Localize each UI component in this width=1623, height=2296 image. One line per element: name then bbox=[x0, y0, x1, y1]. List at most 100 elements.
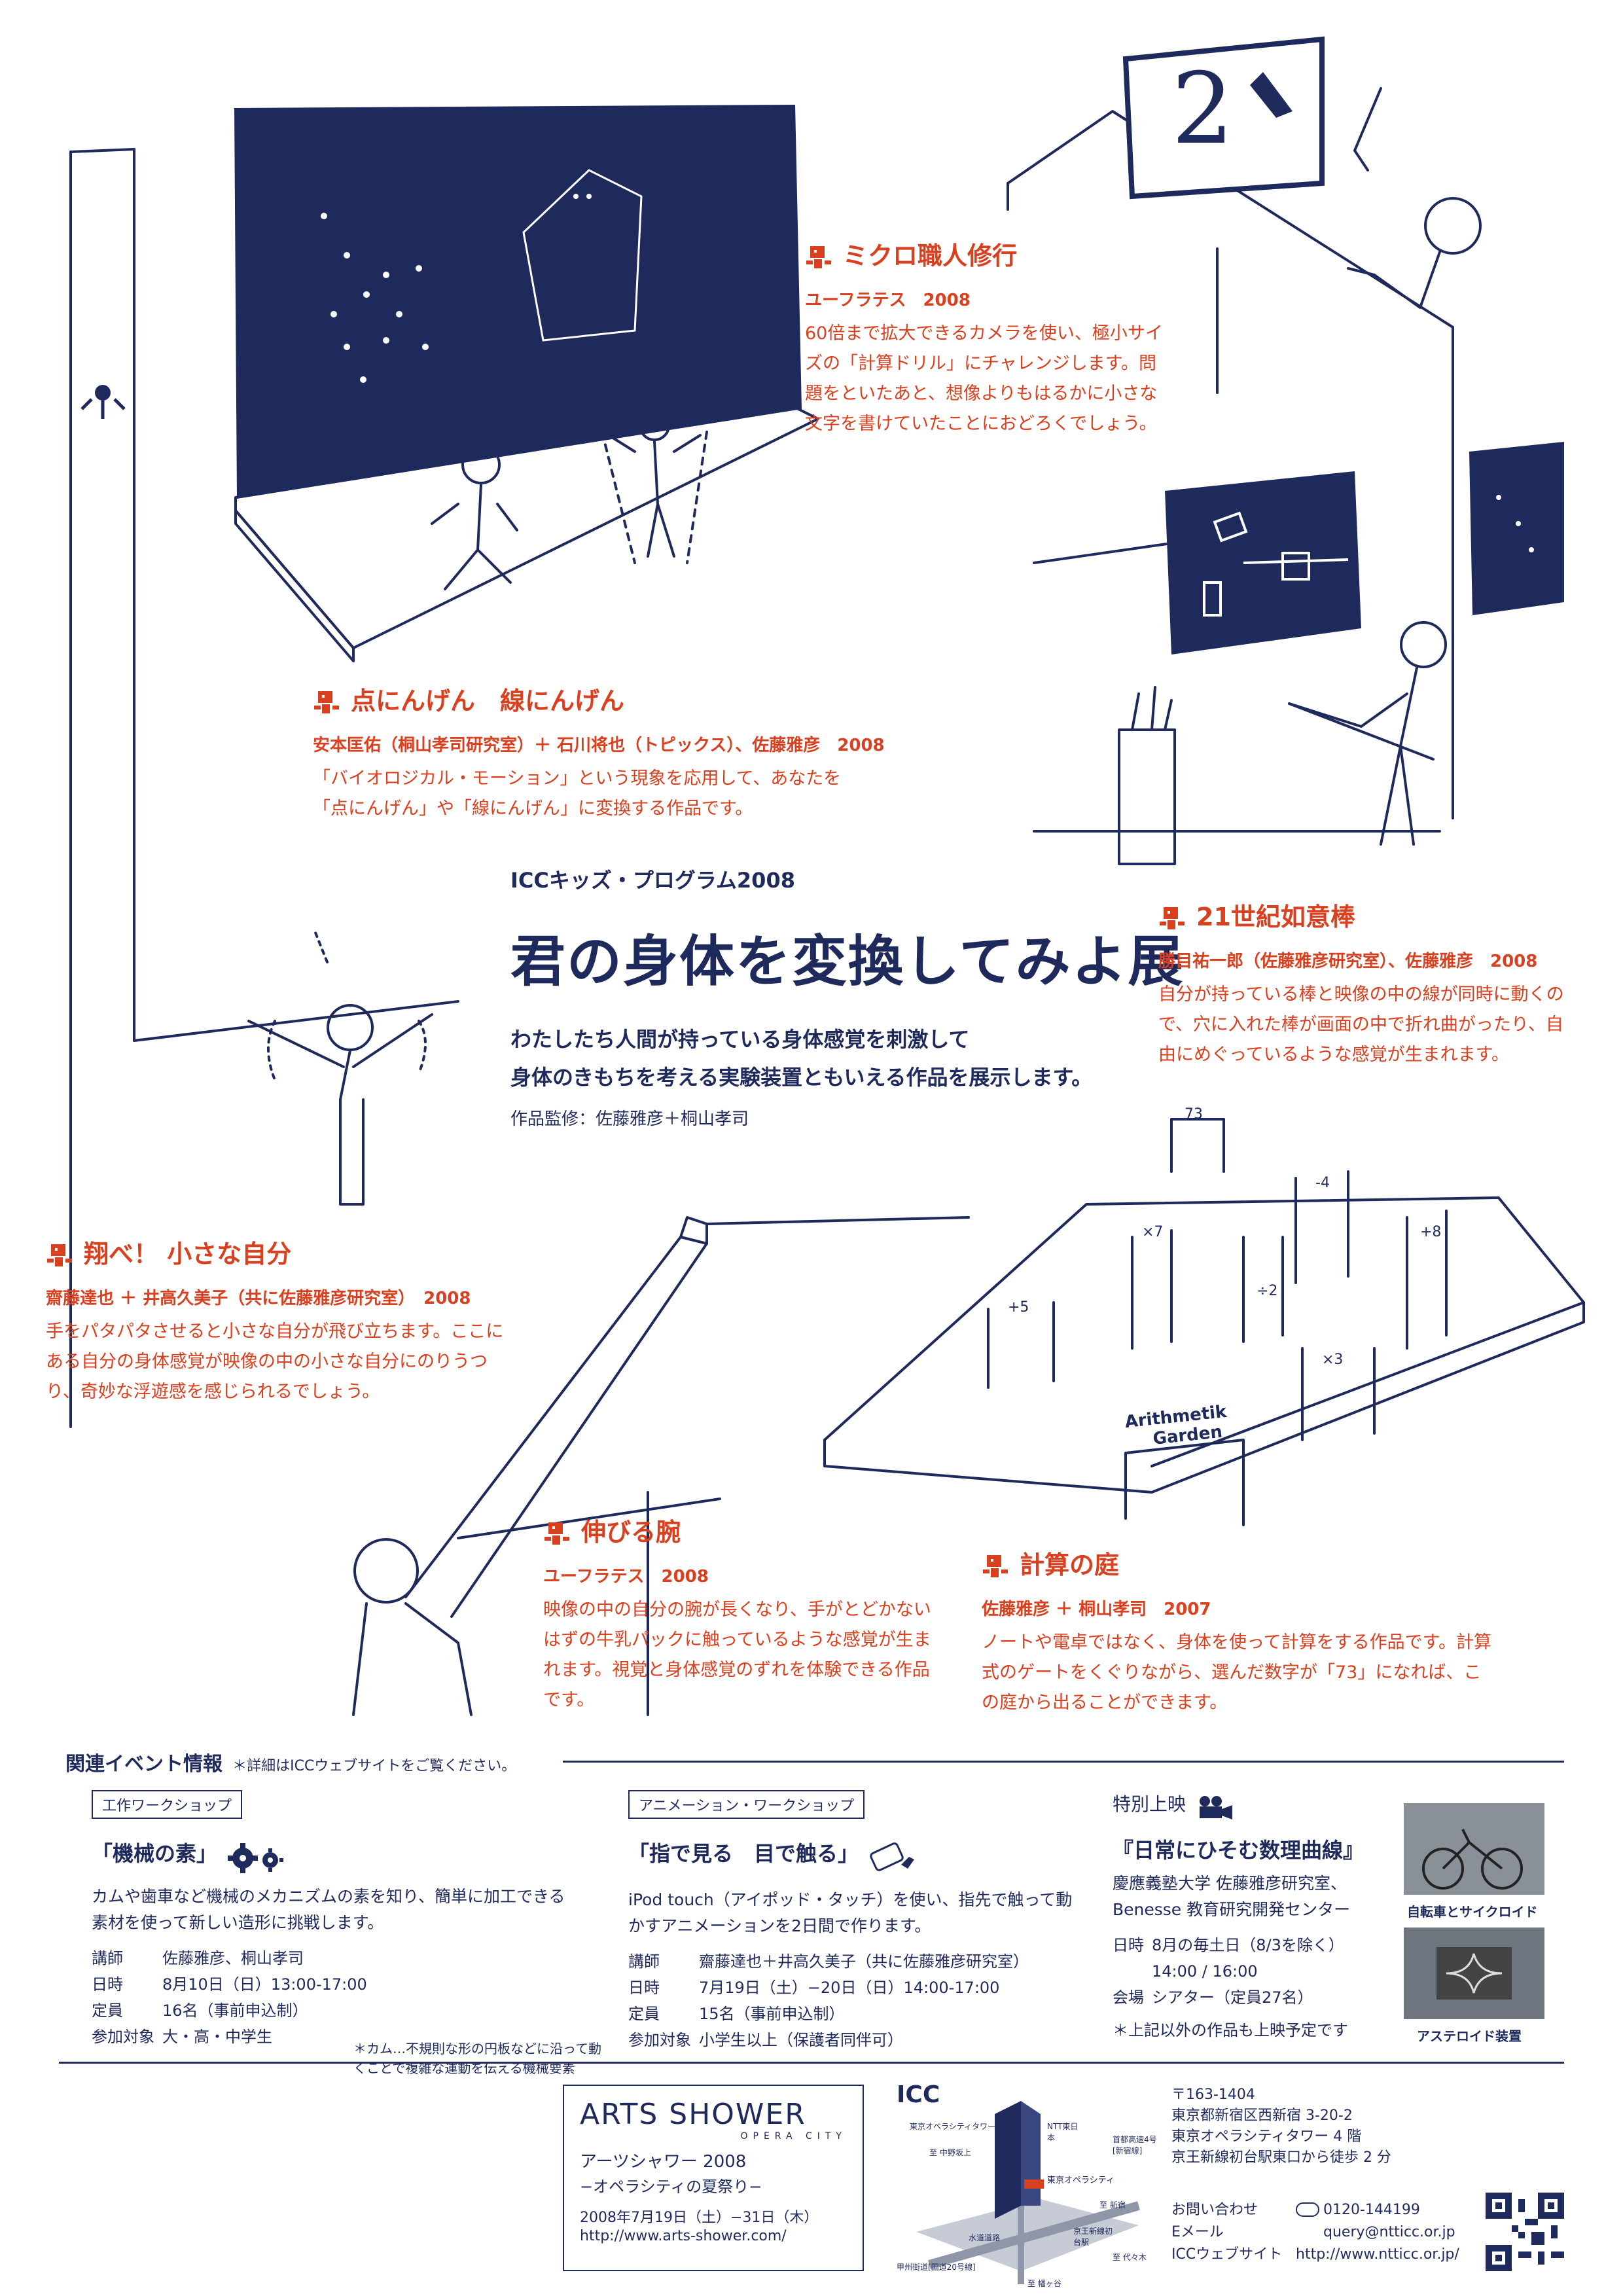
work-title: ミクロ職人修行 bbox=[843, 242, 1018, 270]
gate-label-plus8: +8 bbox=[1420, 1224, 1442, 1240]
work-title: 計算の庭 bbox=[1020, 1551, 1120, 1579]
info-value: 16名（事前申込制） bbox=[162, 2001, 308, 2020]
event-workshop-machine: 工作ワークショップ 「機械の素」 カムや歯車など機械のメカニズムの素を知り、簡単… bbox=[92, 1790, 601, 2076]
gate-label-times7: ×7 bbox=[1142, 1224, 1164, 1240]
events-header: 関連イベント情報 ＊詳細はICCウェブサイトをご覧ください。 bbox=[65, 1748, 1564, 1776]
event-organizer-2: Benesse 教育研究開発センター bbox=[1113, 1899, 1351, 1919]
info-value: 7月19日（土）−20日（日）14:00-17:00 bbox=[699, 1978, 1000, 1997]
work-title: 伸びる腕 bbox=[581, 1518, 681, 1547]
info-value: シアター（定員27名） bbox=[1152, 1988, 1313, 2007]
gate-label-times3: ×3 bbox=[1322, 1352, 1344, 1368]
map-label: 甲州街道[国道20号線] bbox=[897, 2263, 976, 2272]
work-fly: 翔べ！ 小さな自分 齋藤達也 ＋ 井高久美子（共に佐藤雅彦研究室） 2008 手… bbox=[46, 1234, 517, 1407]
map-label: 東京オペラシティタワー4F bbox=[910, 2122, 1005, 2131]
info-value: 佐藤雅彦、桐山孝司 bbox=[162, 1948, 304, 1967]
event-organizer-1: 慶應義塾大学 佐藤雅彦研究室、 bbox=[1113, 1873, 1347, 1893]
email-address[interactable]: query@ntticc.or.jp bbox=[1323, 2224, 1455, 2240]
web-row: ICCウェブサイト http://www.ntticc.or.jp/ bbox=[1171, 2244, 1472, 2266]
work-nyoibo: 21世紀如意棒 勝目祐一郎（佐藤雅彦研究室）、佐藤雅彦 2008 自分が持ってい… bbox=[1158, 897, 1564, 1070]
robot-icon bbox=[544, 1522, 569, 1545]
program-label: ICCキッズ・プログラム2008 bbox=[510, 868, 795, 893]
gate-label-div2: ÷2 bbox=[1257, 1283, 1278, 1299]
work-credit: ユーフラテス 2008 bbox=[805, 290, 971, 310]
info-row: 参加対象大・高・中学生 bbox=[92, 2024, 375, 2050]
work-title: 翔べ！ 小さな自分 bbox=[84, 1240, 292, 1268]
program-header: ICCキッズ・プログラム2008 君の身体を変換してみよ展 わたしたち人間が持っ… bbox=[510, 864, 1185, 1130]
events-note: ＊詳細はICCウェブサイトをご覧ください。 bbox=[232, 1758, 516, 1774]
angel-icon bbox=[80, 385, 126, 419]
info-row: 会場シアター（定員27名） bbox=[1113, 1984, 1352, 2011]
lead-line-1: わたしたち人間が持っている身体感覚を刺激して bbox=[510, 1027, 970, 1052]
email-row: Eメール query@ntticc.or.jp bbox=[1171, 2221, 1472, 2244]
info-key: 講師 bbox=[628, 1952, 660, 1971]
robot-icon bbox=[983, 1554, 1008, 1577]
contact-phone[interactable]: 0120-144199 bbox=[1323, 2202, 1420, 2218]
info-value: 14:00 / 16:00 bbox=[1152, 1962, 1258, 1981]
map-label: 首都高速4号[新宿線] bbox=[1113, 2135, 1157, 2155]
work-description: ノートや電卓ではなく、身体を使って計算をする作品です。計算式のゲートをくぐりなが… bbox=[982, 1632, 1491, 1713]
work-description: 自分が持っている棒と映像の中の線が同時に動くので、穴に入れた棒が画面の中で折れ曲… bbox=[1158, 984, 1564, 1065]
photo-caption: アステロイド装置 bbox=[1417, 2028, 1522, 2044]
divider bbox=[563, 1761, 1564, 1763]
map-label: 水道道路 bbox=[969, 2233, 1001, 2242]
info-value: 15名（事前申込制） bbox=[699, 2004, 845, 2023]
map-label: 東京オペラシティ bbox=[1047, 2176, 1115, 2185]
bicycle-icon bbox=[1422, 1829, 1523, 1890]
gate-label-minus4: -4 bbox=[1315, 1175, 1330, 1191]
photo-cycloid bbox=[1404, 1803, 1544, 1895]
info-key: 日時 bbox=[92, 1975, 123, 1994]
arts-shower-name: アーツシャワー 2008 bbox=[580, 2152, 747, 2172]
arts-shower-logo-sub: OPERA CITY bbox=[740, 2131, 847, 2142]
work-garden: 計算の庭 佐藤雅彦 ＋ 桐山孝司 2007 ノートや電卓ではなく、身体を使って計… bbox=[982, 1545, 1492, 1718]
work-credit: 齋藤達也 ＋ 井高久美子（共に佐藤雅彦研究室） 2008 bbox=[46, 1288, 471, 1308]
map-label: 至 中野坂上 bbox=[929, 2148, 971, 2157]
gate-label-plus5: +5 bbox=[1008, 1299, 1029, 1316]
event-tag: 特別上映 bbox=[1113, 1793, 1186, 1815]
work-description: 手をパタパタさせると小さな自分が飛び立ちます。ここにある自分の身体感覚が映像の中… bbox=[46, 1321, 504, 1402]
event-workshop-animation: アニメーション・ワークショップ 「指で見る 目で触る」 iPod touch（ア… bbox=[628, 1790, 1099, 2053]
info-key: 定員 bbox=[92, 2001, 123, 2020]
address-line-1: 東京都新宿区西新宿 3-20-2 bbox=[1171, 2108, 1353, 2124]
event-footnote: ＊上記以外の作品も上映予定です bbox=[1113, 2020, 1348, 2039]
gate-label-73: 73 bbox=[1185, 1106, 1203, 1122]
screen-number: 2 bbox=[1171, 52, 1234, 166]
info-value: 小学生以上（保護者同伴可） bbox=[699, 2030, 903, 2049]
arts-shower-logo: ARTS SHOWER bbox=[580, 2098, 806, 2131]
map-label: 至 幡ヶ谷 bbox=[1027, 2279, 1061, 2288]
ipod-touch-icon bbox=[870, 1842, 915, 1871]
robot-icon bbox=[806, 245, 831, 268]
info-value: 8月の毎土日（8/3を除く） bbox=[1152, 1935, 1344, 1954]
info-key: 参加対象 bbox=[92, 2027, 154, 2046]
work-point-human: 点にんげん 線にんげん 安本匡佑（桐山孝司研究室）＋ 石川将也（トピックス）、佐… bbox=[313, 681, 967, 824]
lead-line-2: 身体のきもちを考える実験装置ともいえる作品を展示します。 bbox=[510, 1065, 1093, 1090]
map-logo: ICC bbox=[897, 2081, 940, 2108]
arts-shower-url[interactable]: http://www.arts-shower.com/ bbox=[580, 2228, 787, 2244]
arts-shower-dates: 2008年7月19日（土）−31日（木） bbox=[580, 2210, 819, 2226]
arts-shower-box: ARTS SHOWER OPERA CITY アーツシャワー 2008 −オペラ… bbox=[563, 2085, 864, 2271]
contact-block: お問い合わせ 0120-144199 Eメール query@ntticc.or.… bbox=[1171, 2199, 1472, 2266]
page-title: 君の身体を変換してみよ展 bbox=[510, 929, 1185, 994]
footer-divider bbox=[59, 2062, 1564, 2064]
email-label: Eメール bbox=[1171, 2224, 1224, 2240]
work-credit: 佐藤雅彦 ＋ 桐山孝司 2007 bbox=[982, 1599, 1211, 1619]
address-line-2: 東京オペラシティタワー 4 階 bbox=[1171, 2128, 1362, 2145]
event-title: 「機械の素」 bbox=[92, 1841, 218, 1866]
info-row: 定員 15名（事前申込制） bbox=[628, 2001, 1037, 2027]
map-label: 京王新線初台駅 bbox=[1073, 2227, 1113, 2247]
info-row: 参加対象小学生以上（保護者同伴可） bbox=[628, 2027, 1037, 2053]
qr-code-icon[interactable] bbox=[1486, 2193, 1564, 2271]
info-key: 定員 bbox=[628, 2004, 660, 2023]
web-url[interactable]: http://www.ntticc.or.jp/ bbox=[1296, 2246, 1459, 2263]
info-row: 14:00 / 16:00 bbox=[1113, 1958, 1352, 1984]
event-description: カムや歯車など機械のメカニズムの素を知り、簡単に加工できる素材を使って新しい造形… bbox=[92, 1886, 565, 1932]
info-value: 齋藤達也＋井高久美子（共に佐藤雅彦研究室） bbox=[699, 1952, 1029, 1971]
event-screening: 特別上映 『日常にひそむ数理曲線』 慶應義塾大学 佐藤雅彦研究室、 Beness… bbox=[1113, 1790, 1571, 2040]
astroid-device-icon bbox=[1436, 1947, 1512, 2000]
info-value: 大・高・中学生 bbox=[162, 2027, 272, 2046]
work-credit: 安本匡佑（桐山孝司研究室）＋ 石川将也（トピックス）、佐藤雅彦 2008 bbox=[313, 735, 885, 755]
